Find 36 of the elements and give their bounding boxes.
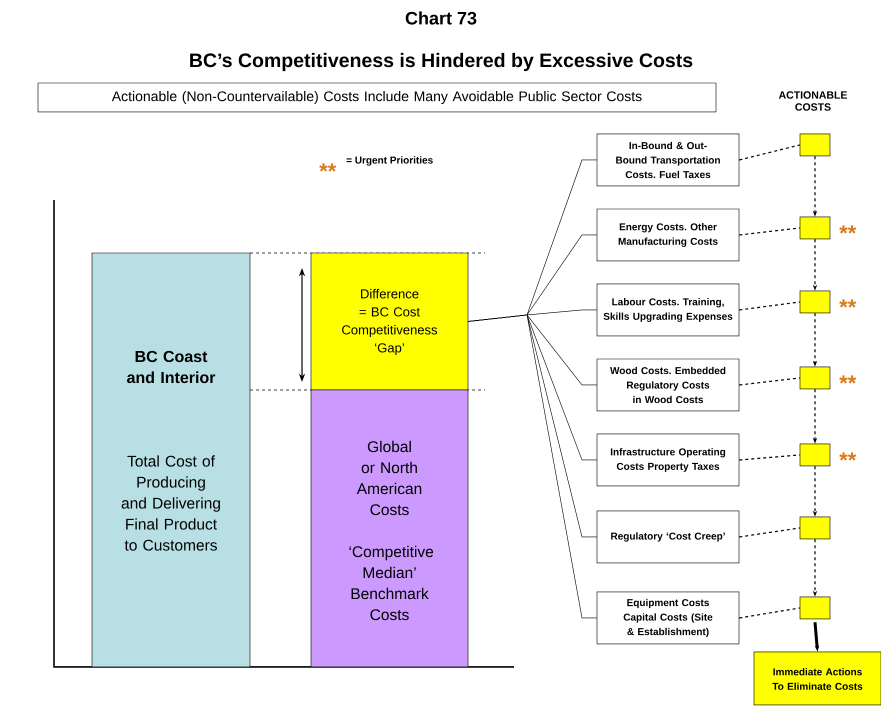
cost-box: In-Bound & Out-Bound Transportation Costs. Fuel Taxes — [596, 134, 740, 186]
cost-box: Infrastructure Operating Costs Property Taxes — [596, 434, 740, 486]
priority-stars: ** — [839, 452, 856, 461]
cost-box: Regulatory ‘Cost Creep’ — [596, 510, 740, 564]
square — [800, 134, 830, 156]
action-box: Immediate Actions To Eliminate Costs — [754, 652, 881, 706]
priority-stars: ** — [319, 163, 336, 172]
connector-line — [739, 527, 800, 538]
cost-box: Labour Costs. Training, Skills Upgrading Expenses — [596, 284, 740, 336]
cost-bar: BC Coast and Interior Total Cost of Producing and Delivering Final Product to Customers — [92, 252, 250, 668]
cost-box: Wood Costs. Embedded Regulatory Costs in Wood Costs — [596, 358, 740, 412]
square — [800, 216, 830, 240]
square — [800, 444, 830, 466]
connector-line — [468, 314, 597, 618]
priority-stars: ** — [839, 225, 856, 234]
title: BC’s Competitiveness is Hindered by Excessive Costs — [190, 52, 692, 72]
square — [800, 516, 830, 540]
cost-bar: Global or North American Costs ‘Competitive Median’ Benchmark Costs — [310, 390, 468, 668]
connector-line — [739, 454, 800, 461]
gap-box: Difference = BC Cost Competitiveness ‘Gap’ — [310, 252, 468, 390]
connector-line — [739, 301, 800, 311]
cost-box: Energy Costs. Other Manufacturing Costs — [596, 208, 740, 262]
legend-text: = Urgent Priorities — [346, 156, 433, 166]
connector-line — [739, 377, 800, 386]
connector-line — [739, 227, 800, 236]
square — [800, 290, 830, 314]
connector-line — [739, 607, 800, 619]
subtitle-box: Actionable (Non-Countervailable) Costs Include Many Avoidable Public Sector Costs — [38, 82, 716, 112]
square — [800, 596, 830, 620]
chart-caption: Chart 73 — [406, 11, 476, 25]
connector-line — [739, 144, 800, 161]
priority-stars: ** — [839, 299, 856, 308]
cost-box: Equipment Costs Capital Costs (Site & Establishment) — [596, 592, 740, 644]
priority-stars: ** — [839, 375, 856, 384]
column-heading: ACTIONABLE COSTS — [778, 91, 847, 111]
square — [800, 366, 830, 390]
